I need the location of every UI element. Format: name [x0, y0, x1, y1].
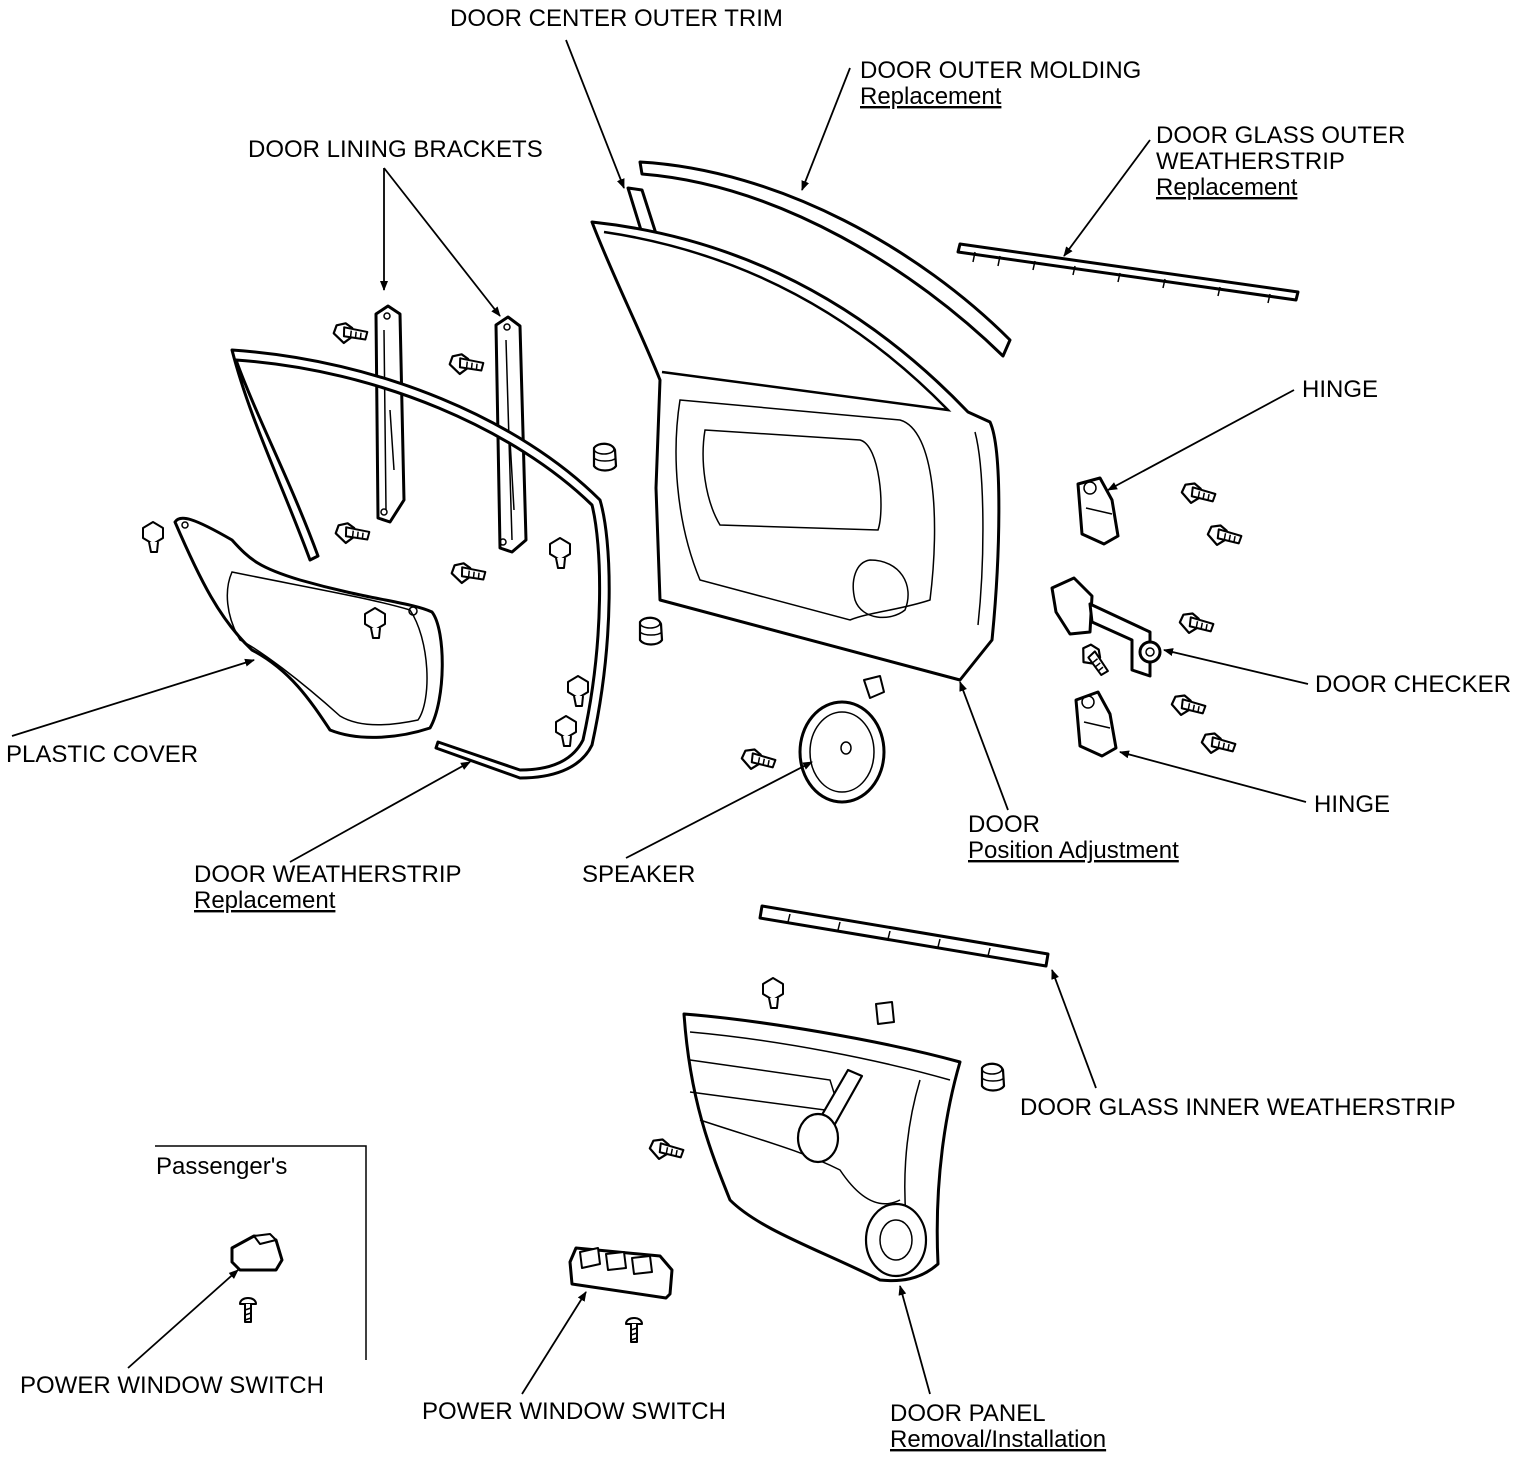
power-window-switch-driver-part [568, 1246, 674, 1343]
door-checker [1050, 576, 1217, 678]
label-passengers: Passenger's [156, 1153, 287, 1180]
link-door-glass-outer-weatherstrip-replacement[interactable]: Replacement [1156, 174, 1298, 201]
speaker [738, 675, 886, 804]
label-door-center-outer-trim: DOOR CENTER OUTER TRIM [450, 5, 783, 32]
plastic-cover [173, 516, 444, 739]
label-door-checker: DOOR CHECKER [1315, 671, 1511, 698]
leader-lines [11, 39, 1309, 1395]
label-door-glass-outer-weatherstrip-line1: DOOR GLASS OUTER [1156, 122, 1405, 149]
label-hinge-lower: HINGE [1314, 791, 1390, 818]
link-door-panel-removal-installation[interactable]: Removal/Installation [890, 1426, 1106, 1453]
label-hinge-upper: HINGE [1302, 376, 1378, 403]
hinge-upper [1076, 475, 1245, 554]
door-glass-inner-weatherstrip [758, 904, 1050, 968]
passenger-box [155, 1145, 367, 1360]
label-power-window-switch-driver: POWER WINDOW SWITCH [422, 1398, 726, 1425]
door-outer-molding [638, 160, 1012, 358]
power-window-switch-passenger-part [230, 1233, 284, 1323]
label-door-glass-outer-weatherstrip-line2: WEATHERSTRIP [1156, 148, 1345, 175]
label-door-weatherstrip: DOOR WEATHERSTRIP [194, 861, 462, 888]
labels: DOOR CENTER OUTER TRIM DOOR OUTER MOLDIN… [6, 5, 1511, 1453]
link-door-outer-molding-replacement[interactable]: Replacement [860, 83, 1002, 110]
label-speaker: SPEAKER [582, 861, 695, 888]
door-shell [590, 220, 1001, 682]
door-glass-outer-weatherstrip [956, 242, 1300, 304]
label-door: DOOR [968, 811, 1040, 838]
label-power-window-switch-passenger: POWER WINDOW SWITCH [20, 1372, 324, 1399]
label-plastic-cover: PLASTIC COVER [6, 741, 198, 768]
link-door-position-adjustment[interactable]: Position Adjustment [968, 837, 1179, 864]
door-panel-part [646, 977, 1006, 1283]
link-door-weatherstrip-replacement[interactable]: Replacement [194, 887, 336, 914]
hinge-lower [1074, 687, 1239, 762]
label-door-lining-brackets: DOOR LINING BRACKETS [248, 136, 543, 163]
door-weatherstrip [230, 348, 611, 780]
door-lining-bracket-left [374, 304, 406, 524]
label-door-outer-molding: DOOR OUTER MOLDING [860, 57, 1141, 84]
label-door-glass-inner-weatherstrip: DOOR GLASS INNER WEATHERSTRIP [1020, 1094, 1456, 1121]
label-door-panel: DOOR PANEL [890, 1400, 1046, 1427]
